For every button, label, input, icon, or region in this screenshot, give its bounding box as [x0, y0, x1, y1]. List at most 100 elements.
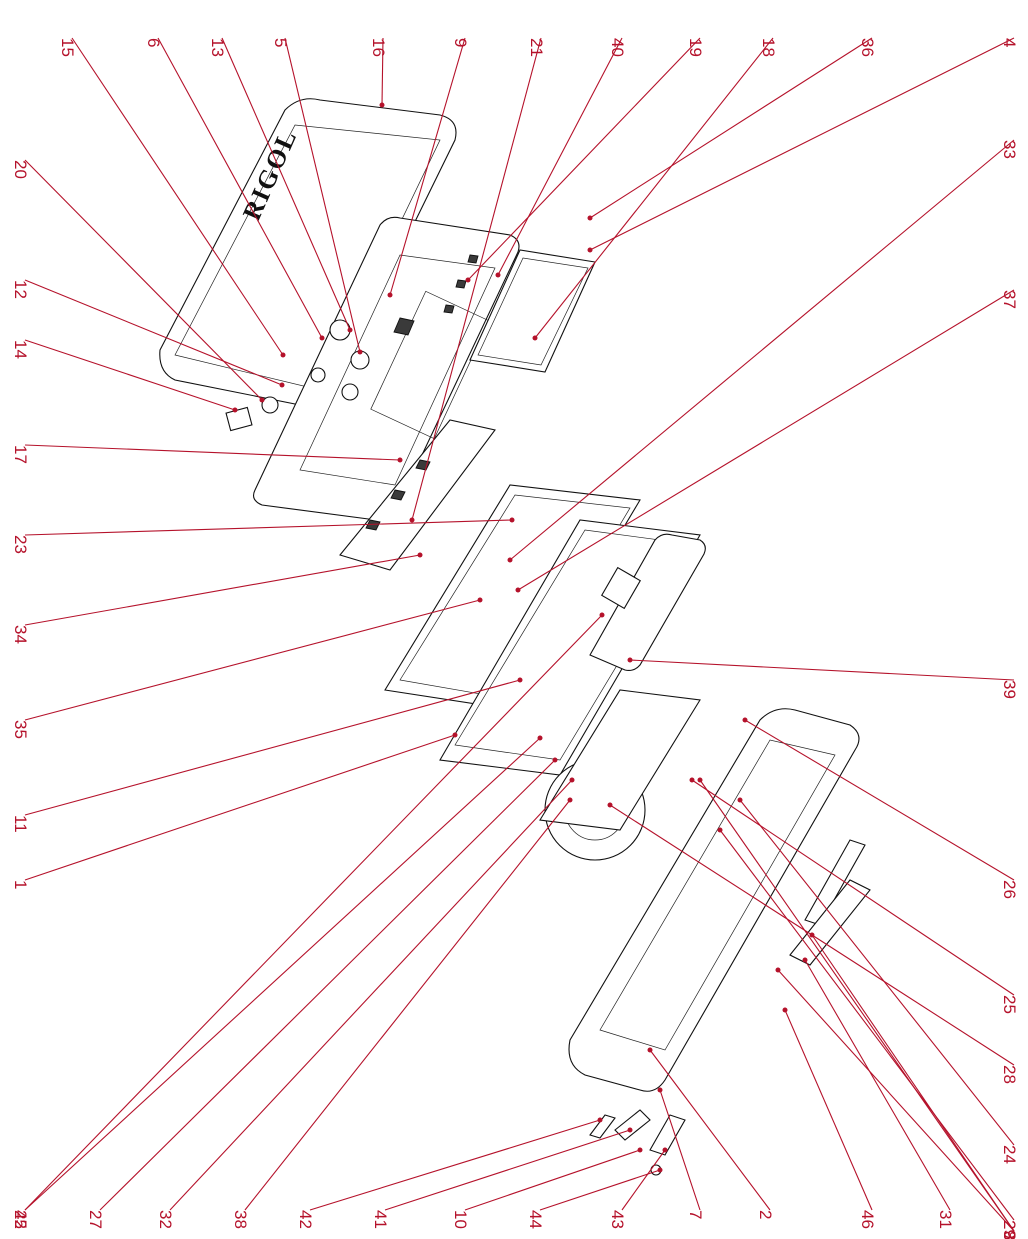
callout-arrow-42 — [597, 1117, 603, 1123]
callout-arrow-31 — [802, 957, 808, 963]
callout-line-1 — [24, 734, 456, 881]
keyboard-board — [339, 419, 496, 571]
callout-line-39 — [629, 659, 1015, 681]
callout-label-29: 29 — [1000, 1220, 1019, 1239]
callout-line-35 — [24, 599, 481, 721]
callout-line-31 — [804, 959, 951, 1211]
callout-line-41 — [384, 1129, 631, 1211]
callout-line-33 — [509, 139, 1015, 561]
callout-label-17: 17 — [11, 445, 30, 464]
callout-line-36 — [589, 37, 873, 219]
callout-label-43: 43 — [608, 1210, 627, 1229]
callout-line-16 — [381, 37, 384, 106]
callout-line-2 — [649, 1049, 771, 1211]
callout-arrow-22 — [599, 612, 605, 618]
callout-arrow-41 — [627, 1127, 633, 1133]
callout-label-28: 28 — [1000, 1065, 1019, 1084]
callout-label-45: 45 — [11, 1210, 30, 1229]
callout-arrow-2 — [647, 1047, 653, 1053]
callout-arrow-18 — [532, 335, 538, 341]
callout-line-3 — [811, 934, 1015, 1232]
callout-label-9: 9 — [451, 38, 470, 47]
callout-arrow-34 — [417, 552, 423, 558]
callout-label-18: 18 — [759, 38, 778, 57]
callout-line-14 — [24, 339, 236, 411]
callout-line-24 — [739, 799, 1015, 1146]
callout-label-39: 39 — [1000, 680, 1019, 699]
callout-line-25 — [691, 779, 1015, 996]
callout-label-30: 30 — [1000, 1231, 1019, 1239]
callout-line-8 — [777, 969, 1015, 1232]
callout-label-31: 31 — [936, 1210, 955, 1229]
power-supply — [589, 533, 706, 671]
callout-line-13 — [221, 37, 351, 331]
callout-arrow-17 — [397, 457, 403, 463]
callout-label-32: 32 — [156, 1210, 175, 1229]
callout-arrow-19 — [465, 277, 471, 283]
callout-arrow-15 — [280, 352, 286, 358]
callout-label-2: 2 — [756, 1210, 775, 1219]
callout-line-40 — [497, 37, 623, 276]
rear-handle — [789, 839, 871, 966]
callout-label-42: 42 — [296, 1210, 315, 1229]
callout-line-5 — [284, 37, 361, 353]
callout-arrow-11 — [517, 677, 523, 683]
callout-label-38: 38 — [231, 1210, 250, 1229]
callout-arrow-25 — [689, 777, 695, 783]
callout-line-4 — [589, 37, 1015, 251]
callout-label-3: 3 — [1000, 1231, 1019, 1239]
callout-label-13: 13 — [208, 38, 227, 57]
callout-label-15: 15 — [58, 38, 77, 57]
callout-arrow-46 — [782, 1007, 788, 1013]
callout-line-15 — [71, 37, 284, 356]
callout-label-4: 4 — [1000, 38, 1019, 47]
callout-arrow-35 — [477, 597, 483, 603]
callout-label-12: 12 — [11, 280, 30, 299]
callout-arrow-40 — [495, 272, 501, 278]
callout-arrow-28 — [607, 802, 613, 808]
callout-line-27 — [99, 759, 556, 1211]
callout-label-34: 34 — [11, 625, 30, 644]
callout-label-41: 41 — [371, 1210, 390, 1229]
callout-arrow-45 — [537, 735, 543, 741]
callout-label-8: 8 — [1000, 1231, 1019, 1239]
callout-arrow-5 — [357, 349, 363, 355]
callout-line-17 — [24, 444, 401, 461]
callout-arrow-44 — [657, 1167, 663, 1173]
callout-line-7 — [659, 1089, 701, 1211]
callout-arrow-1 — [452, 732, 458, 738]
callout-label-16: 16 — [369, 38, 388, 57]
callout-arrow-20 — [259, 397, 265, 403]
callout-label-14: 14 — [11, 340, 30, 359]
callout-label-20: 20 — [11, 160, 30, 179]
callout-label-11: 11 — [11, 815, 30, 833]
callout-label-35: 35 — [11, 720, 30, 739]
callout-line-10 — [464, 1149, 641, 1211]
callout-line-43 — [621, 1149, 666, 1211]
callout-line-44 — [539, 1169, 661, 1211]
rear-housing — [539, 689, 860, 1092]
feet-parts — [589, 1109, 686, 1176]
callout-line-32 — [169, 779, 573, 1211]
callout-line-23 — [24, 519, 513, 536]
callout-line-45 — [24, 737, 541, 1211]
callout-group: 1561351692140191836433373926252824293038… — [11, 37, 1019, 1239]
callout-arrow-9 — [387, 292, 393, 298]
callout-label-37: 37 — [1000, 290, 1019, 309]
callout-arrow-36 — [587, 215, 593, 221]
callout-line-37 — [517, 289, 1015, 591]
callout-arrow-3 — [809, 932, 815, 938]
callout-line-22 — [24, 614, 603, 1211]
callout-line-26 — [744, 719, 1015, 881]
callout-label-22: 22 — [11, 1210, 30, 1229]
callout-line-6 — [157, 37, 323, 339]
callout-line-30 — [699, 779, 1015, 1232]
callout-arrow-23 — [509, 517, 515, 523]
callout-line-21 — [411, 37, 542, 521]
callout-label-25: 25 — [1000, 995, 1019, 1014]
callout-label-27: 27 — [86, 1210, 105, 1229]
callout-line-19 — [467, 37, 701, 281]
callout-line-20 — [24, 159, 263, 401]
